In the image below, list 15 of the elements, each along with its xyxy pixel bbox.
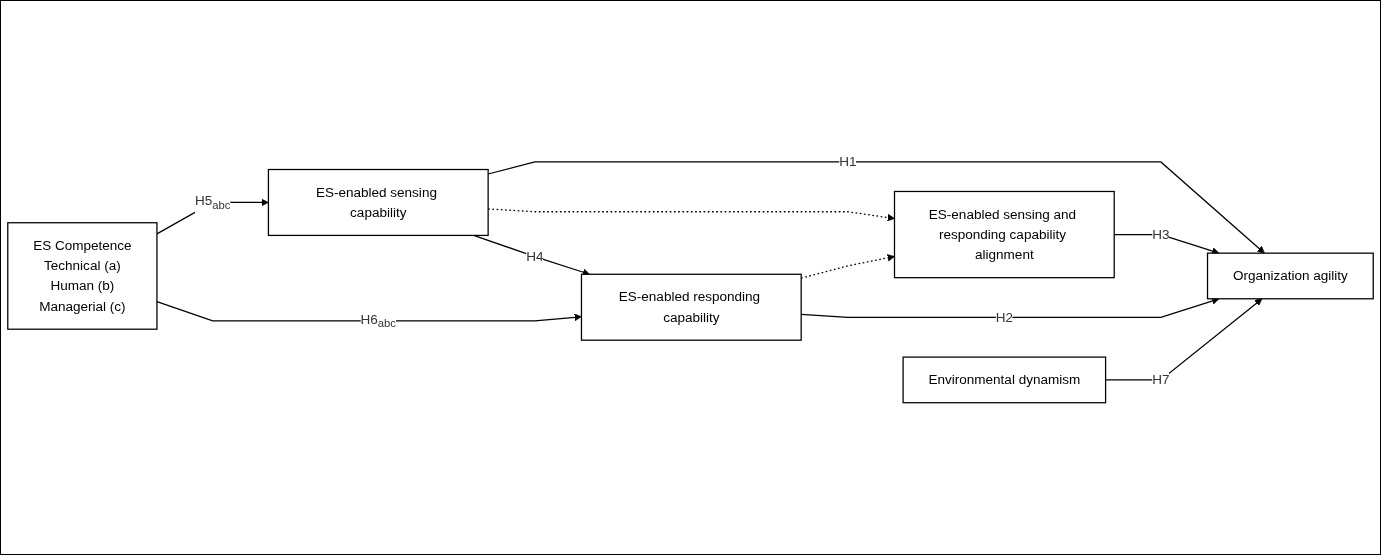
arrow: [156, 301, 582, 322]
node-box: ES-enabled sensing and responding capability alignment: [893, 191, 1115, 279]
node-box: ES Competence Technical (a) Human (b) Managerial (c): [7, 222, 158, 331]
edge-label: H6$_{abc}$: [360, 312, 397, 330]
node-box: ES-enabled responding capability: [580, 273, 802, 342]
node-box: Organization agility: [1206, 252, 1374, 300]
edge-label: H4: [526, 249, 544, 264]
node-box: Environmental dynamism: [902, 356, 1107, 404]
edge-label: H3: [1152, 227, 1170, 242]
arrow: [473, 235, 590, 276]
edge-label: H2: [995, 310, 1013, 325]
edge-label: H5$_{abc}$: [194, 193, 231, 212]
edge-label: H7: [1152, 372, 1170, 387]
edge-label: H1: [839, 154, 857, 169]
node-box: ES-enabled sensing capability: [267, 169, 489, 237]
